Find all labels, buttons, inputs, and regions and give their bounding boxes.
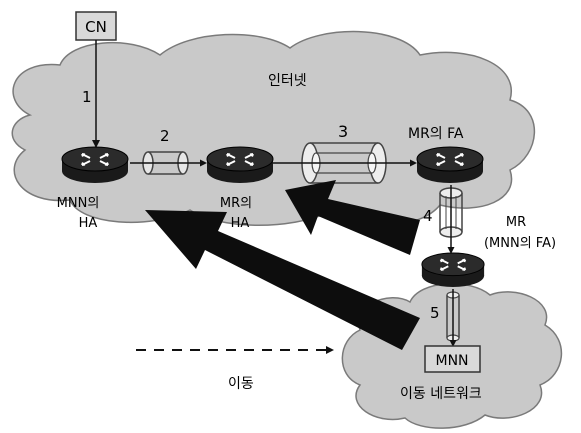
- mr-fa-label: MR의 FA: [408, 126, 464, 142]
- mr-label-line2: (MNN의 FA): [484, 236, 556, 251]
- router-icon: [417, 147, 483, 183]
- mnn-ha-label-line2: HA: [79, 216, 98, 231]
- step5-label: 5: [430, 304, 440, 322]
- mnn-label: MNN: [435, 353, 468, 369]
- step3-label: 3: [338, 122, 348, 141]
- router-icon: [207, 147, 273, 183]
- router-icon: [62, 147, 128, 183]
- step2-label: 2: [160, 127, 170, 145]
- step1-label: 1: [82, 88, 92, 106]
- internet-label: 인터넷: [268, 73, 307, 89]
- mr-label-line1: MR: [506, 215, 526, 230]
- mr-ha-label-line2: HA: [231, 216, 250, 231]
- movement-label: 이동: [228, 376, 254, 392]
- mnn-ha-label-line1: MNN의: [57, 196, 100, 211]
- cn-label: CN: [85, 18, 107, 36]
- router-icon: [422, 253, 484, 287]
- mobile-network-label: 이동 네트워크: [400, 386, 482, 402]
- mr-ha-label-line1: MR의: [220, 196, 252, 211]
- step4-label: 4: [423, 207, 433, 225]
